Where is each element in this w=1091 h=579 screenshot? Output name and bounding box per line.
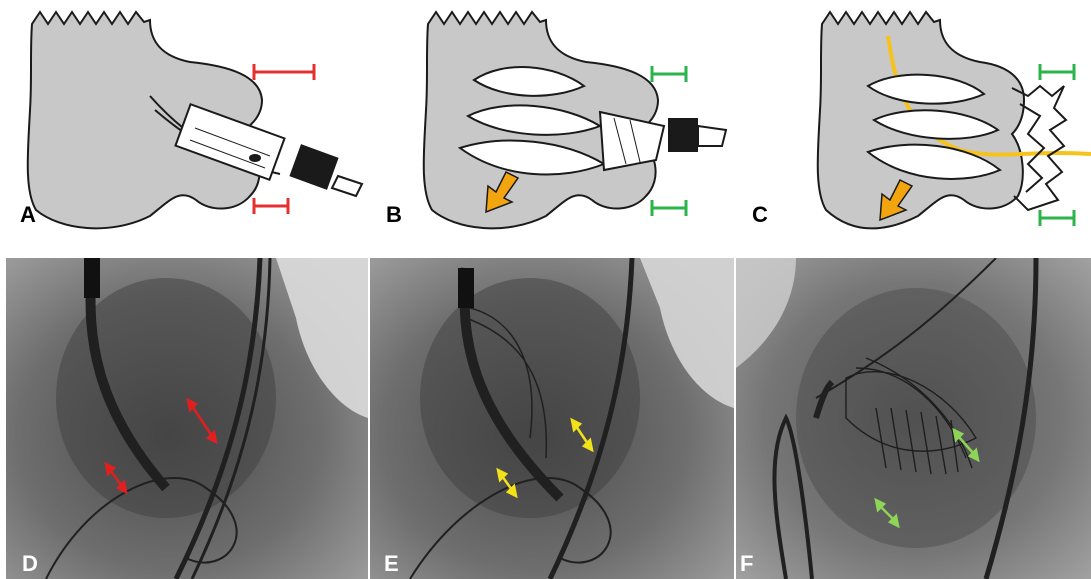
- panel-a-schematic: A: [0, 0, 364, 240]
- panel-b-schematic: B: [364, 0, 728, 240]
- panel-c-schematic: C: [728, 0, 1091, 240]
- panel-letter: E: [384, 553, 399, 575]
- annulus-marker-bottom: [652, 200, 686, 216]
- panel-f-image: [736, 258, 1091, 579]
- panel-e-fluoroscopy: E: [370, 258, 734, 579]
- catheter-hub: [289, 144, 338, 190]
- panel-letter: F: [740, 553, 753, 575]
- annulus-marker-top: [254, 64, 314, 80]
- panel-d-image: [6, 258, 368, 579]
- panel-d-fluoroscopy: D: [6, 258, 368, 579]
- panel-c-drawing: [728, 0, 1091, 240]
- panel-letter: C: [752, 204, 768, 226]
- catheter-hub: [668, 118, 698, 152]
- panel-letter: D: [22, 553, 38, 575]
- panel-letter: B: [386, 204, 402, 226]
- annulus-marker-top: [652, 66, 686, 82]
- panel-f-fluoroscopy: F: [736, 258, 1091, 579]
- annulus-marker-top: [1040, 64, 1074, 80]
- panel-b-drawing: [364, 0, 728, 240]
- panel-letter: A: [20, 204, 36, 226]
- panel-a-drawing: [0, 0, 364, 240]
- annulus-marker-bottom: [1040, 210, 1074, 226]
- annulus-marker-bottom: [254, 198, 288, 214]
- panel-e-image: [370, 258, 734, 579]
